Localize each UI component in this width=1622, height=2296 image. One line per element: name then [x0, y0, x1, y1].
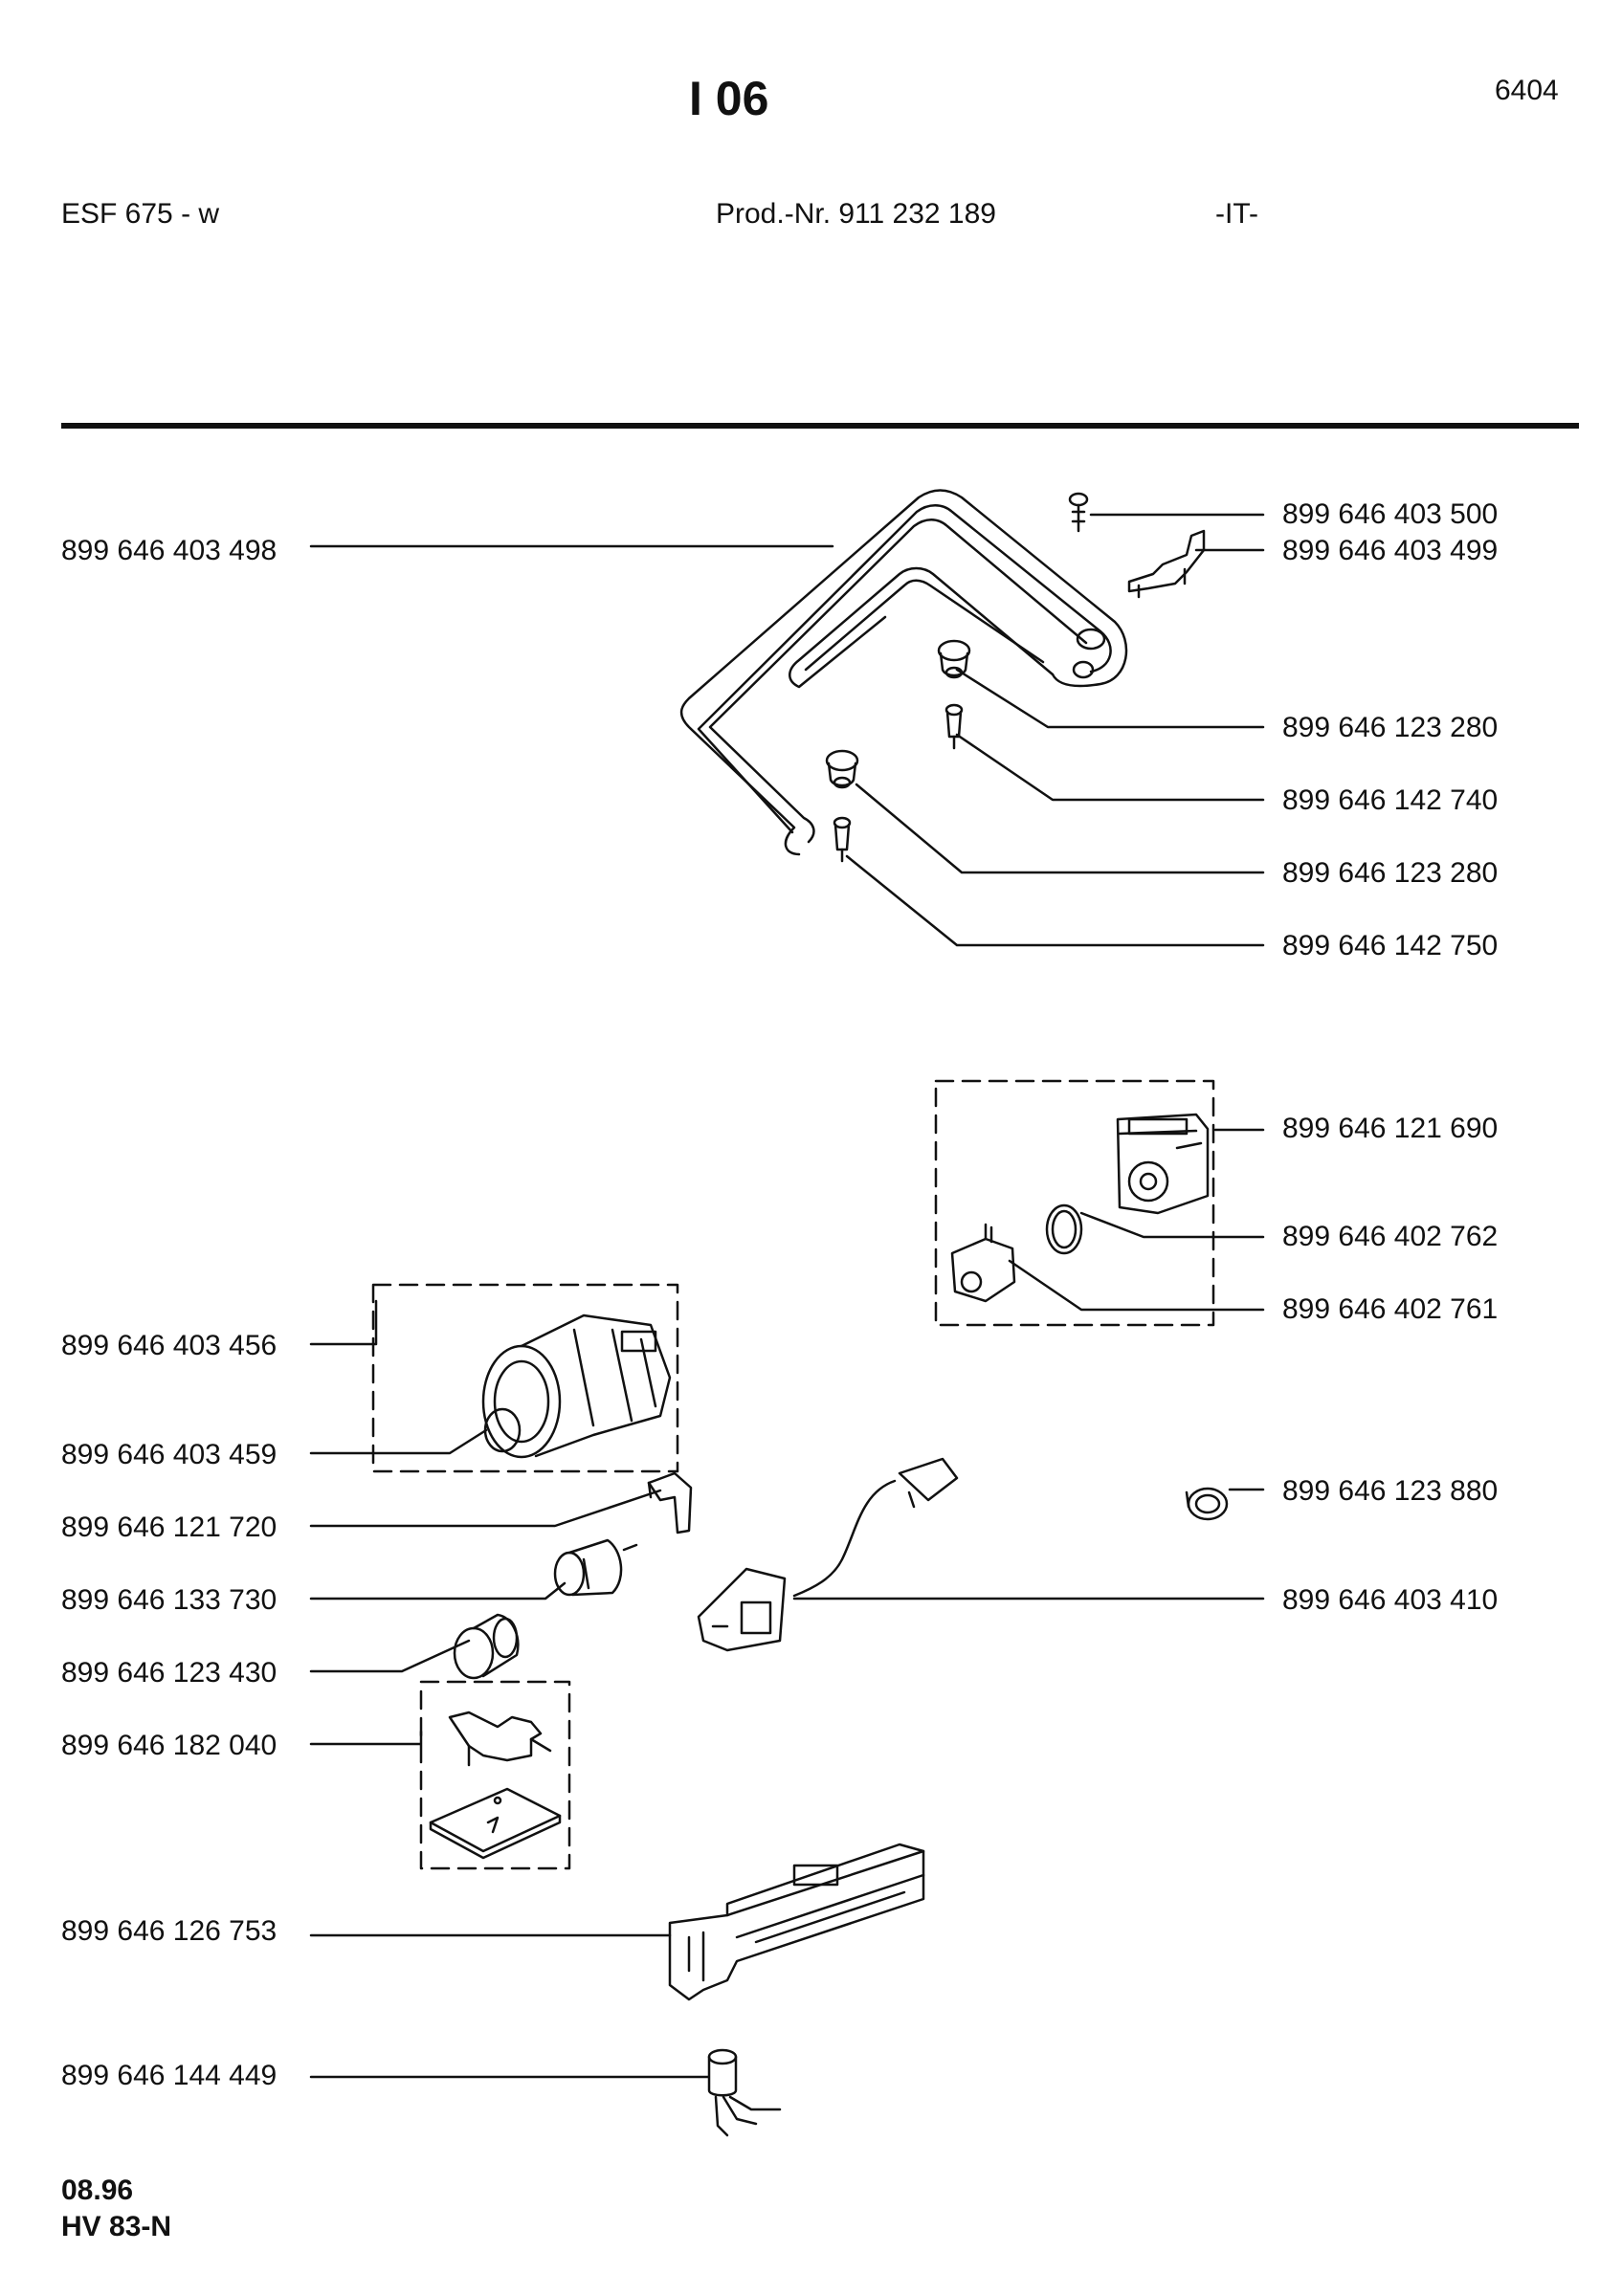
drain-pump-icon [1116, 1113, 1210, 1215]
part-label-grommet-1: 899 646 123 280 [1282, 712, 1499, 743]
part-label-drain-pump: 899 646 121 690 [1282, 1113, 1499, 1144]
pump-group-frame [934, 1079, 1215, 1327]
pin-icon [833, 816, 852, 863]
part-label-cap: 899 646 123 430 [61, 1657, 278, 1689]
part-label-knob: 899 646 123 880 [1282, 1475, 1499, 1507]
grommet-icon [825, 749, 859, 789]
part-label-heating-element: 899 646 403 498 [61, 535, 278, 566]
footer-date: 08.96 [61, 2175, 134, 2206]
part-label-cable-set: 899 646 403 410 [1282, 1584, 1499, 1616]
motor-icon [481, 1314, 672, 1459]
page-code: 6404 [1495, 75, 1559, 106]
suppressor-icon [707, 2048, 782, 2137]
switch-group-frame [419, 1680, 571, 1870]
switch-icon [429, 1711, 562, 1860]
part-label-program-unit: 899 646 126 753 [61, 1915, 278, 1947]
part-label-suppressor: 899 646 144 449 [61, 2060, 278, 2091]
program-unit-icon [668, 1843, 925, 2001]
model-name: ESF 675 - w [61, 198, 220, 230]
part-label-seal-ring: 899 646 402 762 [1282, 1221, 1499, 1252]
header-divider [61, 423, 1579, 429]
clip-icon [647, 1471, 693, 1534]
motor-group-frame [371, 1283, 679, 1473]
bracket-icon [1127, 529, 1206, 599]
pump-housing-icon [950, 1223, 1016, 1303]
part-label-capacitor: 899 646 133 730 [61, 1584, 278, 1616]
grommet-icon [937, 639, 971, 679]
part-label-clip: 899 646 121 720 [61, 1512, 278, 1543]
part-label-pin-2: 899 646 142 750 [1282, 930, 1499, 961]
part-label-switch-assembly: 899 646 182 040 [61, 1730, 278, 1761]
knob-icon [1185, 1487, 1229, 1521]
page-title: I 06 [689, 72, 769, 125]
part-label-bracket: 899 646 403 499 [1282, 535, 1499, 566]
capacitor-icon [553, 1538, 638, 1597]
heating-element-icon [679, 489, 1128, 856]
part-label-pump-housing: 899 646 402 761 [1282, 1293, 1499, 1325]
pin-icon [944, 703, 964, 750]
part-label-screw: 899 646 403 500 [1282, 498, 1499, 530]
cable-set-icon [697, 1457, 959, 1652]
footer-reference: HV 83-N [61, 2211, 172, 2242]
country-code: -IT- [1215, 198, 1258, 230]
part-label-pin-1: 899 646 142 740 [1282, 784, 1499, 816]
product-number: Prod.-Nr. 911 232 189 [716, 198, 996, 230]
seal-ring-icon [1045, 1203, 1083, 1255]
part-label-motor-assembly: 899 646 403 456 [61, 1330, 278, 1361]
screw-icon [1068, 492, 1089, 533]
part-label-motor: 899 646 403 459 [61, 1439, 278, 1470]
cap-icon [453, 1613, 520, 1680]
part-label-grommet-2: 899 646 123 280 [1282, 857, 1499, 889]
